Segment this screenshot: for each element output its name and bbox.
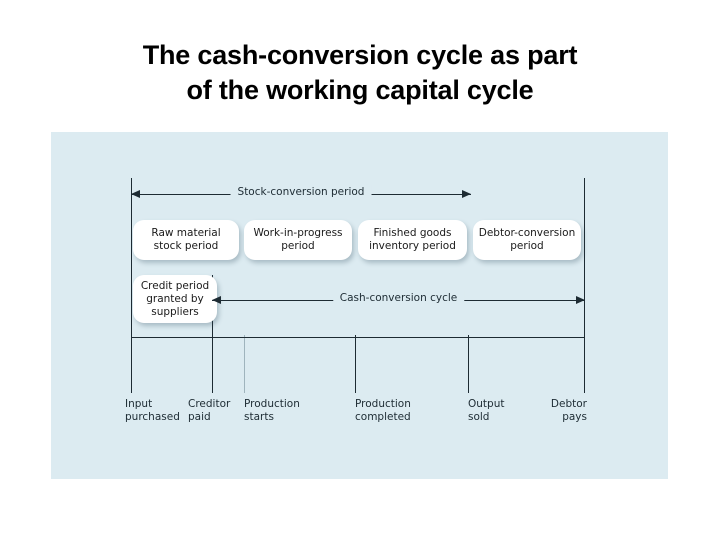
timeline-label-creditor-paid: Creditor paid	[188, 398, 230, 424]
cash-conversion-cycle-label: Cash-conversion cycle	[332, 291, 465, 305]
period-box-finished-goods-line-1: Finished goods	[373, 227, 452, 239]
page-title: The cash-conversion cycle as part of the…	[60, 38, 660, 108]
period-box-raw-material: Raw material stock period	[133, 220, 239, 260]
period-box-work-in-progress-line-2: period	[281, 240, 315, 252]
period-box-credit-period-line-1: Credit period	[140, 279, 210, 292]
timeline-guide-production-starts	[244, 335, 245, 393]
arrow-head-right-icon	[576, 296, 585, 304]
timeline-guide-production-completed	[355, 335, 356, 393]
timeline-label-debtor-pays-line-1: Debtor	[550, 398, 587, 410]
period-box-work-in-progress: Work-in-progress period	[244, 220, 352, 260]
arrow-head-left-icon	[131, 190, 140, 198]
arrow-head-left-icon	[212, 296, 221, 304]
timeline-label-input-purchased: Input purchased	[125, 398, 180, 424]
timeline-label-creditor-paid-line-1: Creditor	[188, 398, 231, 410]
cash-conversion-cycle-diagram: Stock-conversion period Raw material sto…	[51, 132, 668, 479]
period-box-raw-material-line-2: stock period	[153, 240, 219, 252]
page-title-line-2: of the working capital cycle	[186, 75, 534, 105]
page-title-line-1: The cash-conversion cycle as part	[142, 40, 578, 70]
stock-conversion-period-label: Stock-conversion period	[230, 185, 372, 199]
timeline-guide-output-sold	[468, 335, 469, 393]
period-box-debtor-conversion: Debtor-conversion period	[473, 220, 581, 260]
stock-conversion-period-arrow: Stock-conversion period	[131, 185, 471, 202]
timeline-label-creditor-paid-line-2: paid	[188, 411, 211, 423]
period-box-debtor-conversion-line-1: Debtor-conversion	[478, 227, 576, 239]
arrow-head-right-icon	[462, 190, 471, 198]
period-box-debtor-conversion-line-2: period	[510, 240, 544, 252]
timeline-label-debtor-pays: Debtor pays	[534, 398, 587, 424]
timeline-axis	[131, 337, 585, 338]
timeline-guide-creditor-paid	[212, 275, 213, 393]
timeline-label-debtor-pays-line-2: pays	[562, 411, 587, 423]
period-box-credit-period: Credit period granted by suppliers	[133, 275, 217, 323]
period-box-credit-period-line-3: suppliers	[151, 305, 199, 318]
timeline-label-input-purchased-line-1: Input	[125, 398, 153, 410]
timeline-guide-debtor-pays	[584, 178, 585, 393]
timeline-guide-input-purchased	[131, 178, 132, 393]
cash-conversion-cycle-arrow: Cash-conversion cycle	[212, 291, 585, 308]
period-box-finished-goods: Finished goods inventory period	[358, 220, 467, 260]
period-box-raw-material-line-1: Raw material	[151, 227, 221, 239]
period-box-work-in-progress-line-1: Work-in-progress	[253, 227, 343, 239]
period-box-finished-goods-line-2: inventory period	[369, 240, 456, 252]
period-box-credit-period-line-2: granted by	[146, 292, 204, 305]
timeline-label-input-purchased-line-2: purchased	[125, 411, 180, 423]
